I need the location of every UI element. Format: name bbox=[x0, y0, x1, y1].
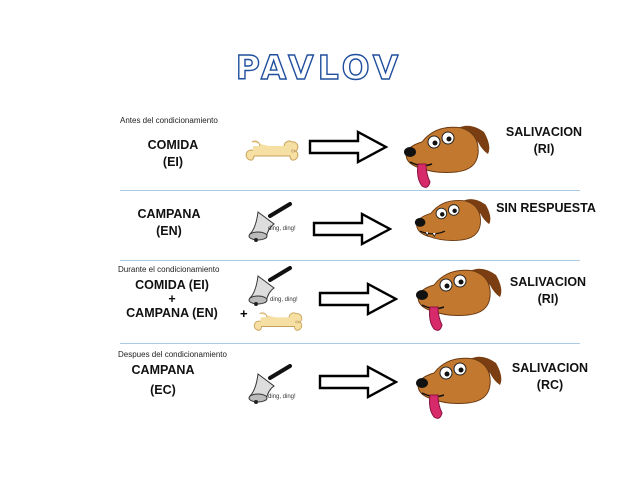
bone-icon bbox=[250, 310, 306, 332]
divider bbox=[120, 343, 580, 344]
phase-label-after: Despues del condicionamiento bbox=[118, 350, 227, 359]
stimulus-line2: (EC) bbox=[150, 383, 176, 397]
bell-icon bbox=[244, 202, 294, 248]
phase-label-during: Durante el condicionamiento bbox=[118, 265, 220, 274]
arrow-icon bbox=[312, 212, 392, 246]
stimulus-bell: CAMPANA (EN) bbox=[124, 206, 214, 240]
salivating-dog-icon bbox=[408, 350, 508, 422]
response-conditioned-salivation: SALIVACION (RC) bbox=[502, 360, 598, 394]
bone-icon bbox=[242, 138, 302, 162]
stimulus-food-and-bell: COMIDA (EI) + CAMPANA (EN) bbox=[110, 277, 234, 322]
stimulus-line1: COMIDA (EI) bbox=[135, 278, 209, 292]
divider bbox=[120, 190, 580, 191]
bell-sound-label: ding, ding! bbox=[268, 226, 296, 232]
bell-sound-label: ding, ding! bbox=[270, 297, 298, 303]
response-line1: SALIVACION bbox=[505, 125, 583, 139]
bell-icon bbox=[244, 364, 294, 410]
stimulus-line1: COMIDA bbox=[147, 138, 199, 152]
arrow-icon bbox=[318, 282, 398, 316]
bell-icon bbox=[244, 266, 294, 312]
salivating-dog-icon bbox=[396, 120, 496, 190]
neutral-dog-icon bbox=[402, 194, 502, 256]
salivating-dog-icon bbox=[408, 262, 508, 334]
page-title: PAVLOV bbox=[235, 47, 403, 87]
response-line1: SALIVACION bbox=[511, 361, 589, 375]
bell-sound-label: ding, ding! bbox=[268, 394, 296, 400]
stimulus-line2: CAMPANA (EN) bbox=[126, 306, 218, 320]
response-line1: SIN RESPUESTA bbox=[496, 201, 596, 215]
stimulus-line1: CAMPANA bbox=[131, 363, 195, 377]
response-none: SIN RESPUESTA bbox=[492, 200, 600, 217]
stimulus-line1: CAMPANA bbox=[137, 207, 201, 221]
response-line1: SALIVACION bbox=[509, 275, 587, 289]
divider bbox=[120, 260, 580, 261]
response-salivation: SALIVACION (RI) bbox=[500, 274, 596, 308]
phase-label-before: Antes del condicionamiento bbox=[120, 116, 218, 125]
response-line2: (RI) bbox=[533, 142, 555, 156]
response-line2: (RC) bbox=[536, 378, 564, 392]
plus-sign: + bbox=[240, 306, 248, 321]
arrow-icon bbox=[318, 365, 398, 399]
stimulus-line2: (EN) bbox=[156, 224, 182, 238]
stimulus-food: COMIDA (EI) bbox=[128, 137, 218, 171]
response-salivation: SALIVACION (RI) bbox=[496, 124, 592, 158]
stimulus-conditioned-bell: CAMPANA (EC) bbox=[118, 362, 208, 399]
arrow-icon bbox=[308, 130, 388, 164]
response-line2: (RI) bbox=[537, 292, 559, 306]
stimulus-line2: (EI) bbox=[162, 155, 184, 169]
stimulus-plus: + bbox=[168, 292, 176, 306]
